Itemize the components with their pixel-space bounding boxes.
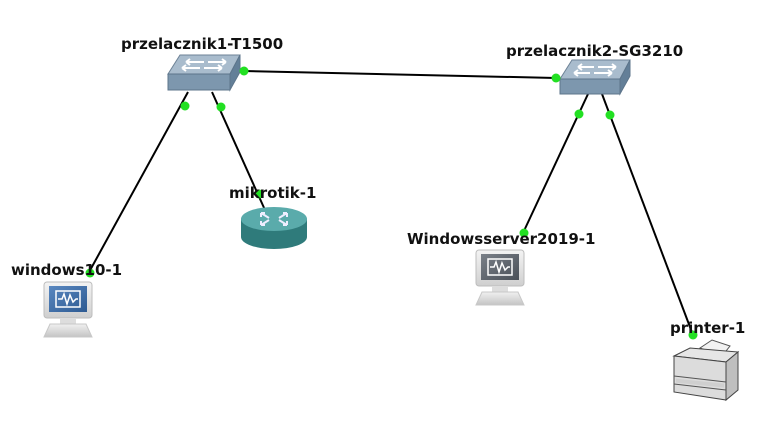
node-label-switch2: przelacznik2-SG3210 — [506, 42, 684, 60]
router-icon[interactable] — [241, 207, 307, 249]
workstation-icon[interactable] — [475, 249, 525, 306]
node-label-router: mikrotik-1 — [229, 184, 317, 202]
node-label-printer: printer-1 — [670, 319, 746, 337]
link-sw2-printer[interactable] — [601, 93, 694, 336]
port-indicator — [605, 110, 615, 120]
port-indicator — [85, 268, 95, 278]
link-sw1-sw2[interactable] — [243, 70, 557, 79]
switch-icon[interactable] — [559, 59, 631, 96]
port-indicator — [239, 66, 249, 76]
workstation-icon[interactable] — [43, 281, 93, 338]
node-label-windows10: windows10-1 — [11, 261, 123, 279]
port-indicator — [551, 73, 561, 83]
port-indicator — [180, 101, 190, 111]
link-sw1-router[interactable] — [211, 91, 266, 211]
switch-icon[interactable] — [167, 54, 241, 92]
node-label-winserver: Windowsserver2019-1 — [407, 230, 596, 248]
printer-icon[interactable] — [672, 339, 740, 402]
port-indicator — [688, 330, 698, 340]
port-indicator — [216, 102, 226, 112]
node-label-switch1: przelacznik1-T1500 — [121, 35, 284, 53]
link-sw1-win10[interactable] — [87, 91, 189, 275]
port-indicator — [519, 228, 529, 238]
port-indicator — [574, 109, 584, 119]
port-indicator — [254, 189, 264, 199]
